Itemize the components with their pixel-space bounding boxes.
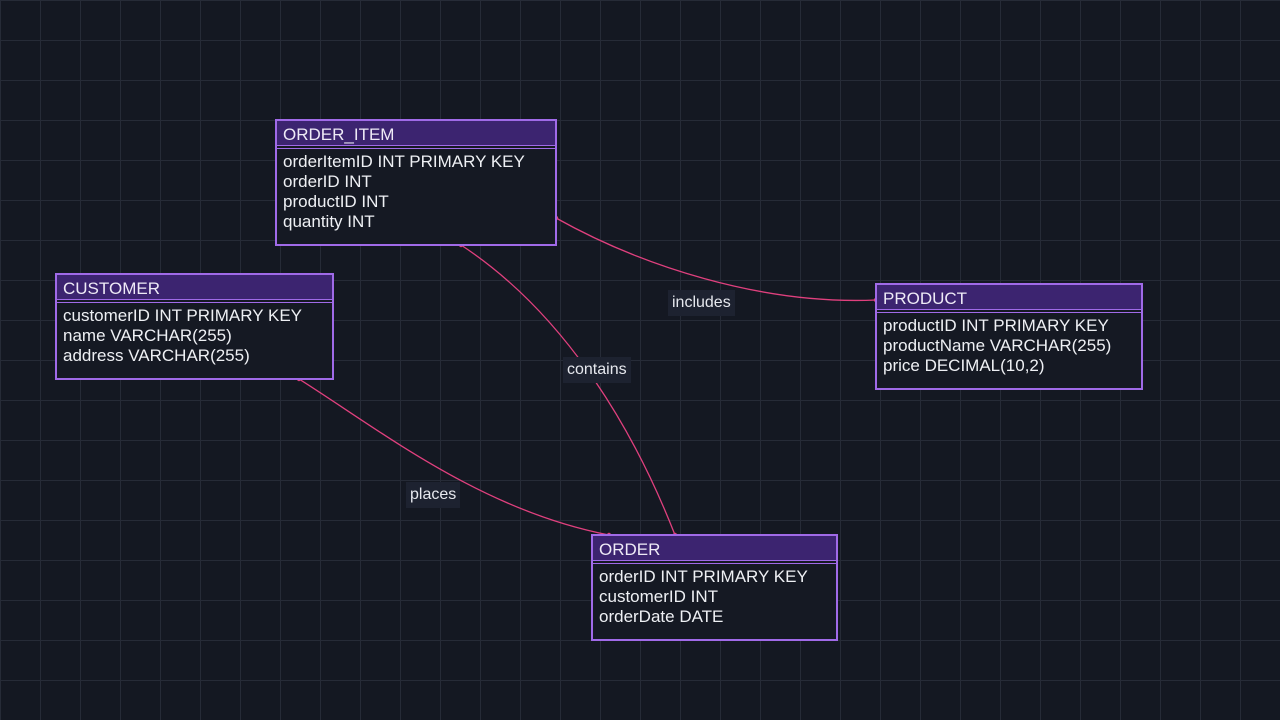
entity-customer-attributes: customerID INT PRIMARY KEY name VARCHAR(… [57,303,332,366]
entity-order-item[interactable]: ORDER_ITEM orderItemID INT PRIMARY KEY o… [275,119,557,246]
attribute-customer-id: customerID INT PRIMARY KEY [63,306,303,325]
entity-order-item-divider [277,146,555,149]
attribute-order-id: orderID INT PRIMARY KEY [599,567,808,586]
relationship-label-contains[interactable]: contains [563,357,631,383]
edge-places [298,378,610,536]
entity-order[interactable]: ORDER orderID INT PRIMARY KEY customerID… [591,534,838,641]
entity-order-item-title: ORDER_ITEM [277,121,555,146]
entity-customer[interactable]: CUSTOMER customerID INT PRIMARY KEY name… [55,273,334,380]
attribute-order-id: orderID INT [283,172,372,191]
edge-includes [555,217,877,302]
entity-customer-title: CUSTOMER [57,275,332,300]
attribute-customer-id: customerID INT [599,587,719,606]
attribute-order-item-id: orderItemID INT PRIMARY KEY [283,152,525,171]
attribute-name: name VARCHAR(255) [63,326,232,345]
attribute-product-name: productName VARCHAR(255) [883,336,1112,355]
attribute-address: address VARCHAR(255) [63,346,250,365]
entity-order-attributes: orderID INT PRIMARY KEY customerID INT o… [593,564,836,627]
attribute-product-id: productID INT [283,192,389,211]
attribute-order-date: orderDate DATE [599,607,724,626]
attribute-quantity: quantity INT [283,212,375,231]
attribute-product-id: productID INT PRIMARY KEY [883,316,1109,335]
attribute-price: price DECIMAL(10,2) [883,356,1045,375]
entity-order-item-attributes: orderItemID INT PRIMARY KEY orderID INT … [277,149,555,232]
relationship-label-places[interactable]: places [406,482,461,508]
entity-order-divider [593,561,836,564]
entity-order-title: ORDER [593,536,836,561]
entity-product-attributes: productID INT PRIMARY KEY productName VA… [877,313,1141,376]
edge-contains [460,244,676,536]
entity-product[interactable]: PRODUCT productID INT PRIMARY KEY produc… [875,283,1143,390]
entity-product-title: PRODUCT [877,285,1141,310]
relationship-label-includes[interactable]: includes [668,290,735,316]
entity-customer-divider [57,300,332,303]
entity-product-divider [877,310,1141,313]
